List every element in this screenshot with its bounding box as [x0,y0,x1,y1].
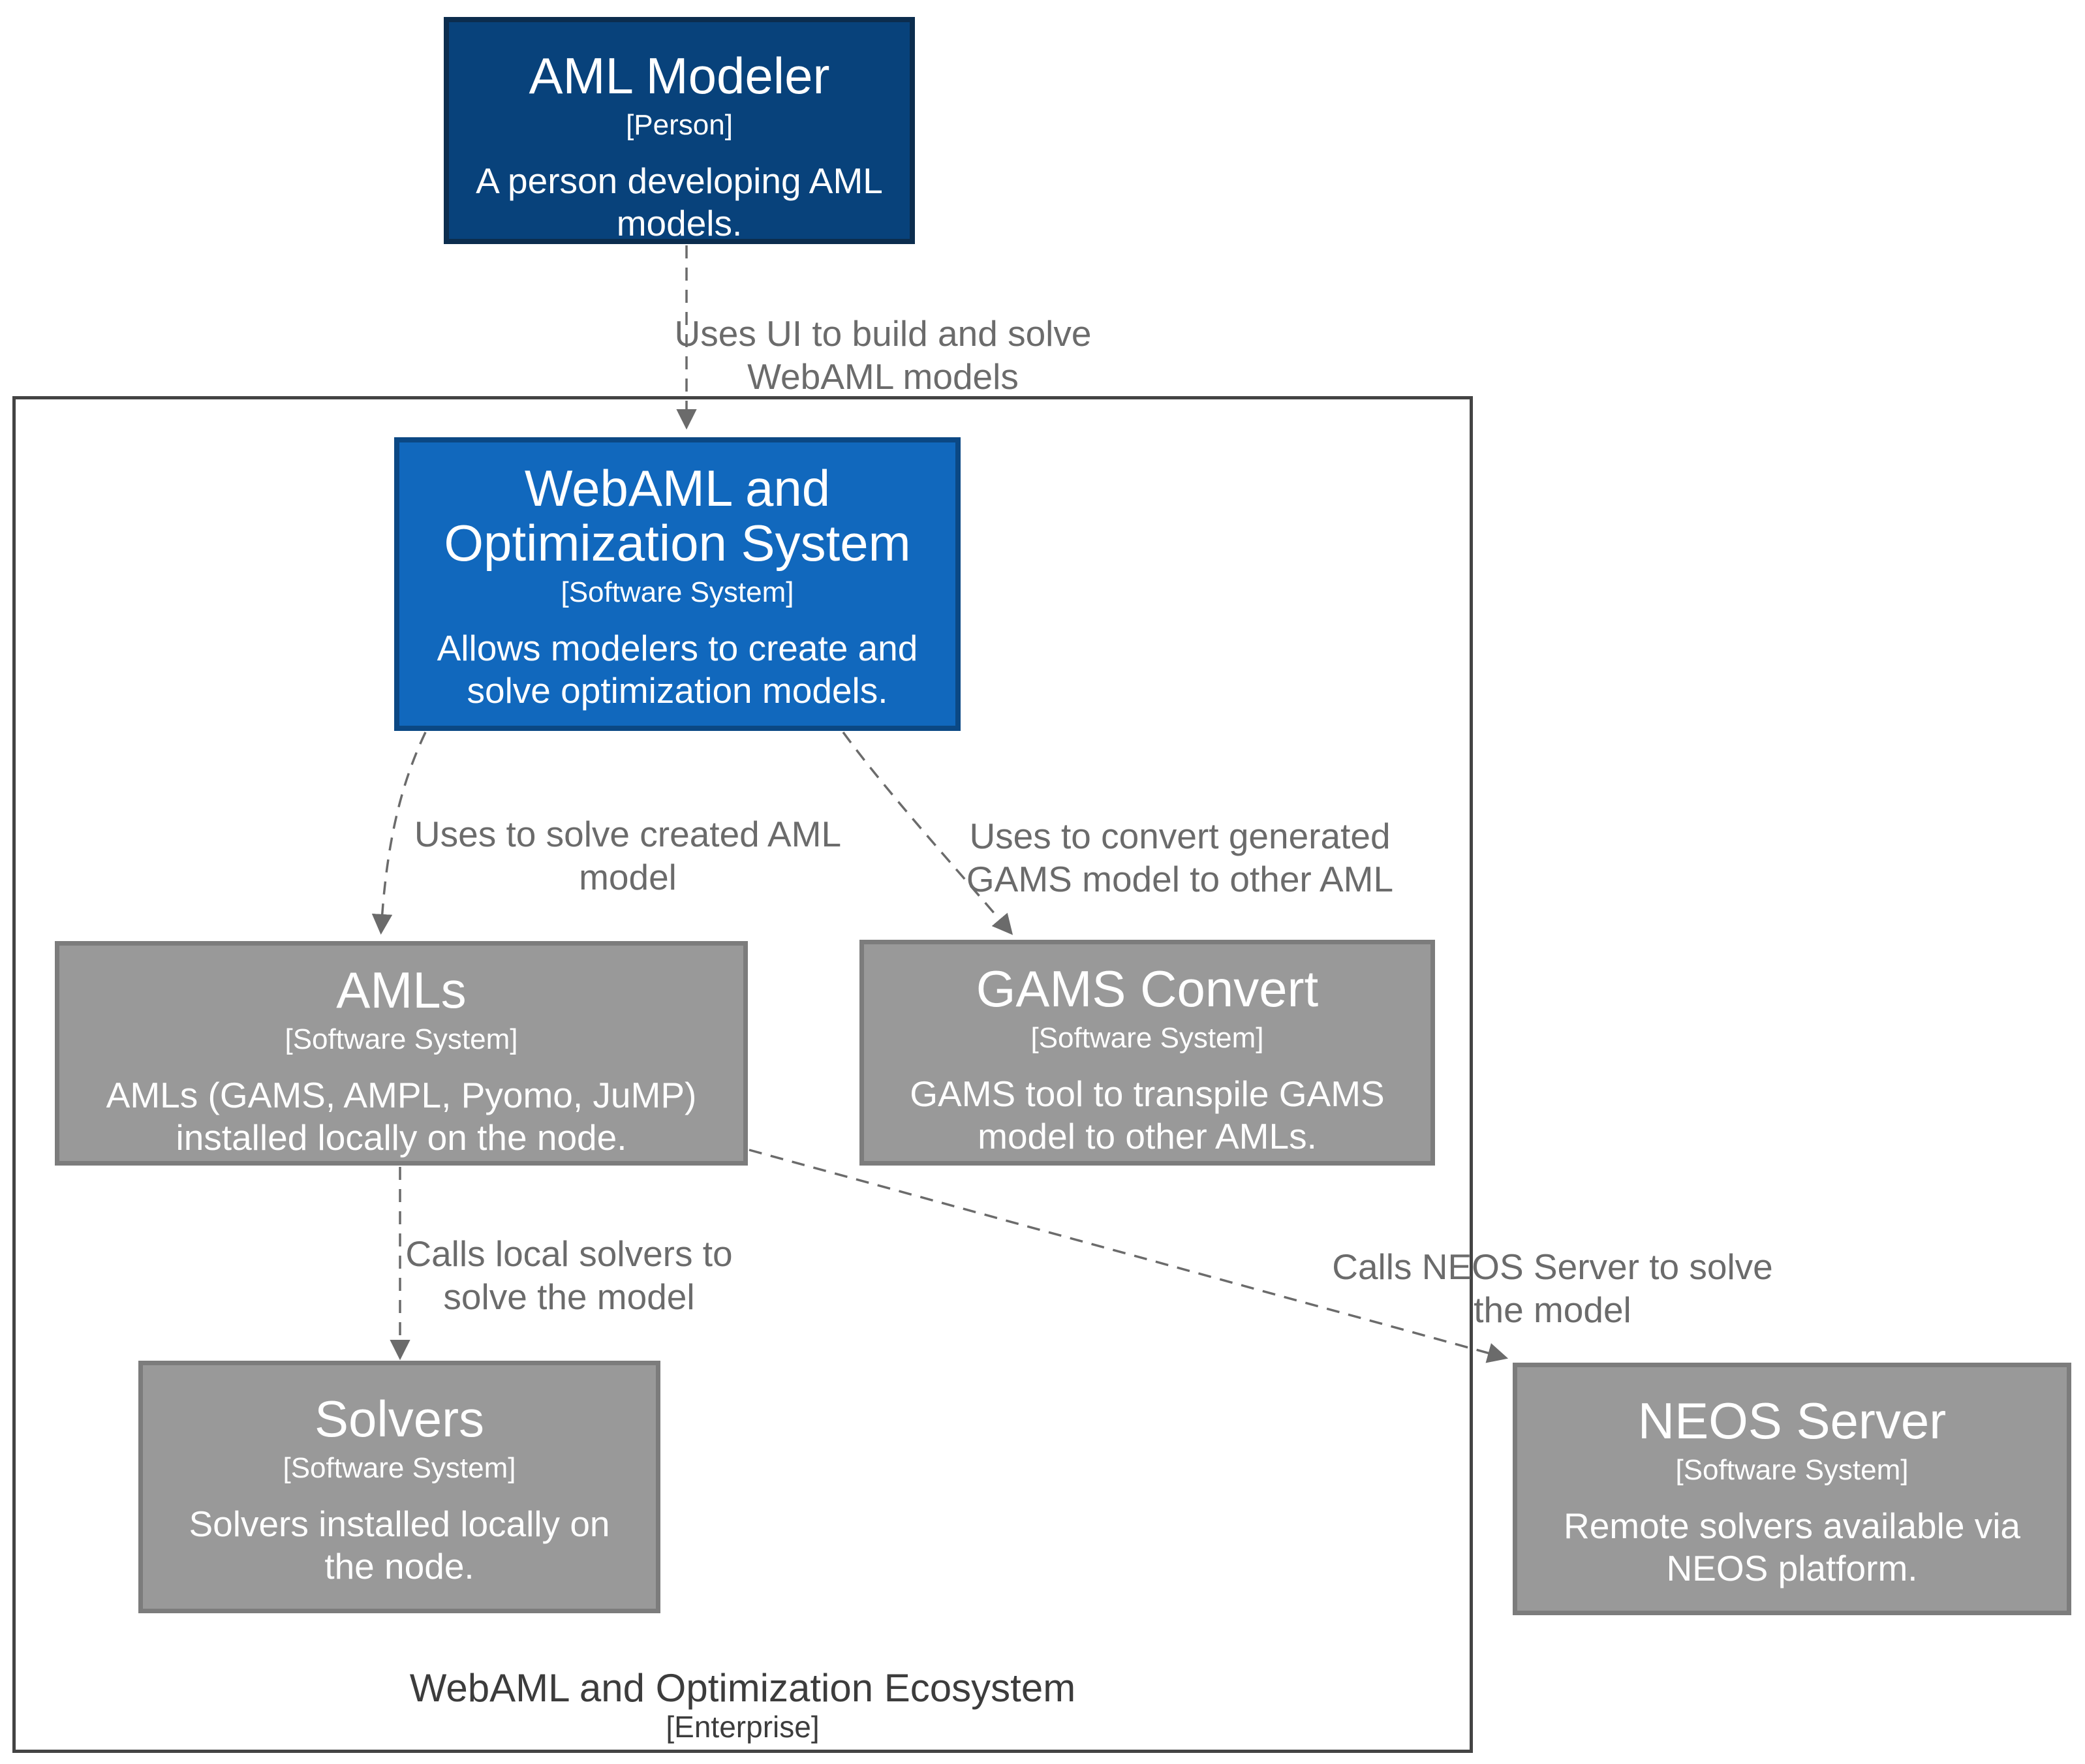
enterprise-boundary-name: WebAML and Optimization Ecosystem [409,1665,1076,1710]
node-aml-modeler-type: [Person] [626,109,733,142]
node-gams-convert: GAMS Convert [Software System] GAMS tool… [859,940,1435,1166]
node-aml-modeler-description: A person developing AML models. [476,161,883,244]
relationship-label-amls-to-solvers: Calls local solvers to solve the model [405,1233,733,1317]
node-webaml-system-name: WebAML and Optimization System [444,459,911,572]
enterprise-boundary: WebAML and Optimization Ecosystem [Enter… [12,396,1473,1753]
node-aml-modeler-name: AML Modeler [529,47,830,104]
relationship-label-amls-to-neos: Calls NEOS Server to solve the model [1332,1246,1773,1330]
enterprise-boundary-type: [Enterprise] [666,1710,820,1744]
relationship-label-webaml-to-gams: Uses to convert generated GAMS model to … [966,816,1394,899]
node-webaml-system-description: Allows modelers to create and solve opti… [437,628,918,711]
relationship-label-modeler-to-webaml: Uses UI to build and solve WebAML models [674,313,1092,397]
node-solvers-type: [Software System] [283,1452,516,1485]
node-amls-type: [Software System] [285,1023,518,1056]
node-neos-server-name: NEOS Server [1637,1392,1947,1449]
node-neos-server: NEOS Server [Software System] Remote sol… [1513,1363,2071,1615]
enterprise-boundary-label: WebAML and Optimization Ecosystem [Enter… [16,1666,1470,1744]
node-solvers-name: Solvers [314,1390,485,1447]
arrow-webaml-to-amls [371,732,427,935]
node-aml-modeler: AML Modeler [Person] A person developing… [444,17,915,244]
node-webaml-system-type: [Software System] [561,576,794,609]
node-webaml-system: WebAML and Optimization System [Software… [394,437,961,731]
node-solvers-description: Solvers installed locally on the node. [189,1504,610,1587]
node-amls: AMLs [Software System] AMLs (GAMS, AMPL,… [55,941,748,1166]
node-amls-description: AMLs (GAMS, AMPL, Pyomo, JuMP) installed… [106,1075,697,1158]
node-neos-server-description: Remote solvers available via NEOS platfo… [1563,1506,2021,1589]
node-solvers: Solvers [Software System] Solvers instal… [138,1361,660,1613]
node-gams-convert-description: GAMS tool to transpile GAMS model to oth… [910,1074,1385,1157]
node-neos-server-type: [Software System] [1675,1454,1909,1487]
node-gams-convert-name: GAMS Convert [976,960,1319,1017]
node-amls-name: AMLs [336,961,467,1019]
arrow-amls-to-neos [749,1149,1509,1363]
node-gams-convert-type: [Software System] [1030,1022,1264,1055]
arrow-webaml-to-gams [842,731,1013,935]
relationship-label-webaml-to-amls: Uses to solve created AML model [414,814,842,897]
